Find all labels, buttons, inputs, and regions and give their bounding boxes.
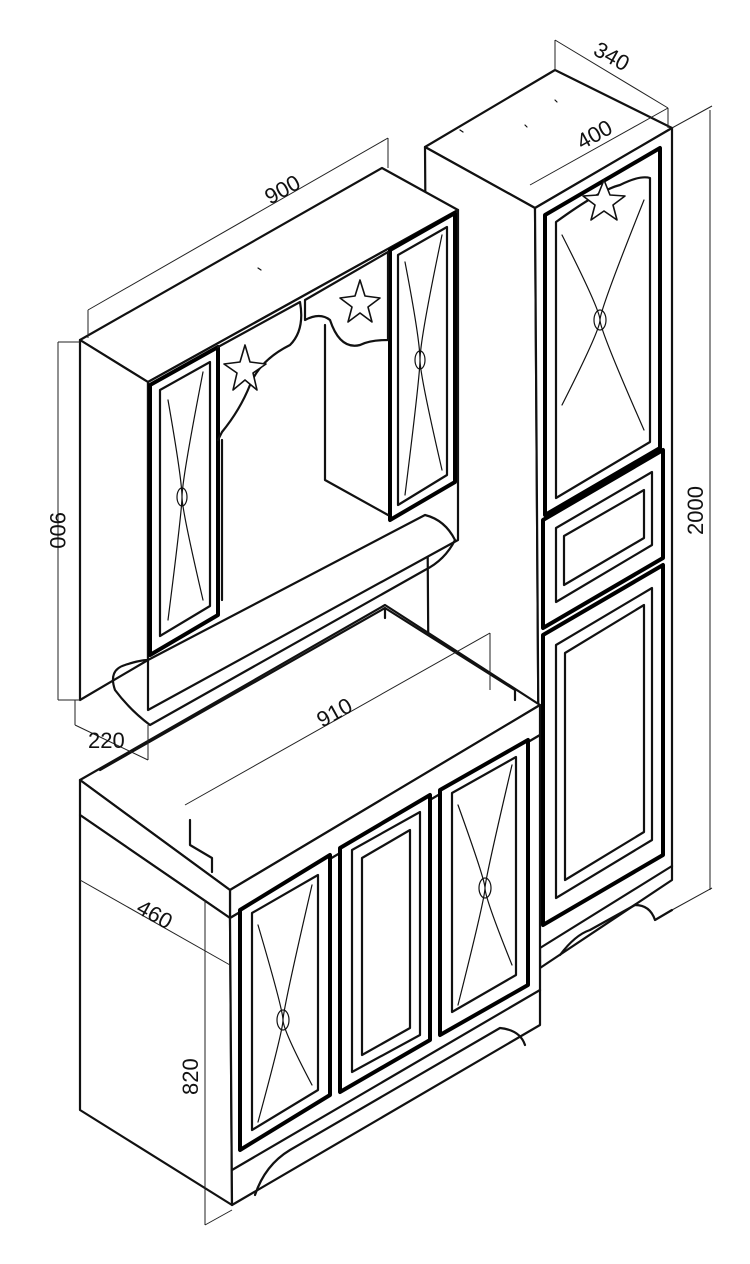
dim-label-vanity-height: 820 xyxy=(178,1058,203,1095)
tall-upper-door-ornament xyxy=(593,309,607,331)
dim-line-tall-depth xyxy=(554,39,669,128)
dim-line-vanity-height xyxy=(204,900,233,1226)
tall-top-dots xyxy=(459,99,558,133)
vanity-right-door-inner xyxy=(450,755,518,1014)
dim-label-mirror-width: 900 xyxy=(260,170,304,210)
dim-line-tall-height xyxy=(671,105,713,911)
vanity-left-door-inner xyxy=(250,873,320,1132)
mirror-cabinet xyxy=(78,166,460,727)
vanity-right-door-glass xyxy=(457,764,513,1006)
mirror-inner-shelf xyxy=(220,323,390,602)
mirror-cabinet-side xyxy=(78,338,150,702)
dim-label-mirror-height: 900 xyxy=(45,512,70,549)
vanity-middle-door xyxy=(338,793,432,1094)
dim-label-tall-depth: 340 xyxy=(590,37,634,77)
dim-line-vanity-width xyxy=(184,632,491,806)
dim-label-tall-height: 2000 xyxy=(683,486,708,535)
vanity-left-ornament xyxy=(276,1009,290,1031)
vanity-middle-door-inner xyxy=(350,810,422,1074)
dim-label-mirror-depth: 220 xyxy=(88,728,125,753)
mirror-left-door xyxy=(148,345,220,657)
mirror-right-door-inner xyxy=(396,225,449,507)
dim-line-mirror-width xyxy=(87,137,389,338)
tall-drawer xyxy=(541,448,665,630)
mirror-right-ornament xyxy=(414,350,426,370)
mirror-left-door-glass xyxy=(167,371,204,621)
dim-line-tall-width xyxy=(529,107,669,186)
tall-drawer-inner xyxy=(554,470,654,604)
dimension-lines xyxy=(57,39,713,1226)
mirror-left-door-inner xyxy=(158,360,212,638)
mirror-bottom-shelf xyxy=(111,513,457,727)
mirror-right-flower-icon xyxy=(339,279,381,323)
vanity-right-ornament xyxy=(478,877,492,899)
mirror-left-flower-icon xyxy=(223,344,267,391)
mirror-left-arch xyxy=(216,300,303,442)
vanity-right-door xyxy=(438,738,530,1037)
vanity-backsplash xyxy=(98,606,517,874)
mirror-top-dot xyxy=(257,267,262,271)
tall-lower-door-inner xyxy=(554,586,654,900)
dim-line-mirror-depth xyxy=(74,700,149,761)
vanity xyxy=(78,603,542,1207)
mirror-right-door xyxy=(388,211,457,522)
tall-upper-door-inner xyxy=(554,176,652,500)
tall-lower-door xyxy=(541,563,665,927)
vanity-plinth xyxy=(230,988,542,1197)
dim-line-mirror-height xyxy=(57,341,80,701)
mirror-right-door-glass xyxy=(404,234,443,496)
mirror-right-arch xyxy=(303,250,390,347)
mirror-left-ornament xyxy=(176,487,188,507)
tall-upper-door-glass xyxy=(561,199,645,431)
vanity-left-door-glass xyxy=(257,884,313,1123)
tall-cabinet-flower-icon xyxy=(582,179,626,221)
